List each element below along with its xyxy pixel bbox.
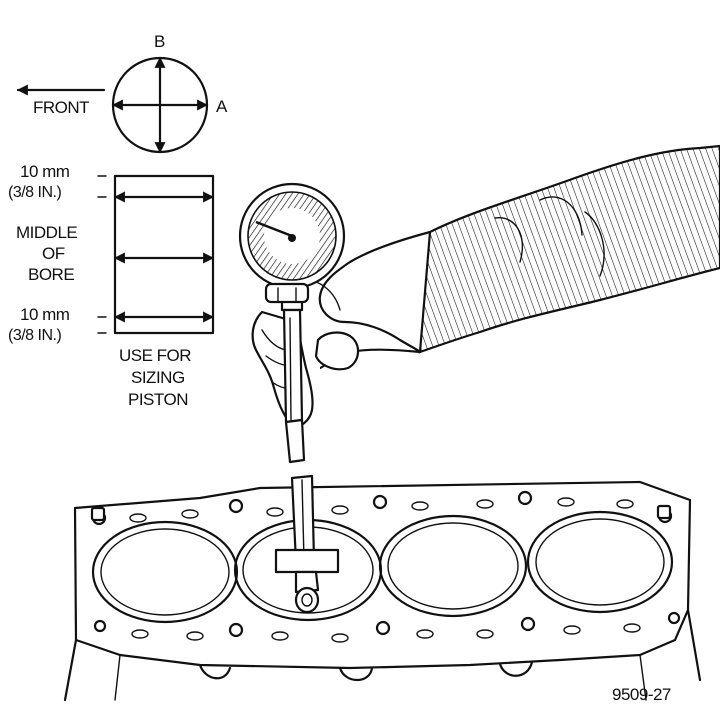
- sleeve: [418, 144, 720, 354]
- water-passage: [181, 509, 199, 519]
- water-passage: [411, 501, 429, 511]
- gauge-head-body: [294, 570, 320, 594]
- sizing-label-1: USE FOR: [119, 346, 191, 365]
- axis-a-label: A: [216, 97, 228, 116]
- sleeve-fold-1: [539, 196, 583, 236]
- block-tabs: [198, 660, 534, 682]
- gauge-handle-line: [289, 317, 292, 421]
- axis-b-label: B: [154, 32, 165, 51]
- middle-label-3: BORE: [28, 265, 74, 284]
- water-passage: [623, 623, 641, 633]
- orientation-key: B A FRONT: [16, 32, 229, 154]
- bottom-offset-imperial: (3/8 IN.): [8, 327, 61, 344]
- cylinder-bore-3-inner: [387, 522, 519, 610]
- cylinder-bore-4-inner: [535, 518, 665, 606]
- water-passage: [131, 629, 149, 639]
- sizing-label-3: PISTON: [128, 390, 188, 409]
- gauge-measuring-head: [274, 474, 340, 614]
- gauge-collar: [264, 282, 310, 304]
- sleeve-fold-2: [494, 217, 524, 263]
- water-passage: [476, 499, 494, 509]
- bottom-offset-metric: 10 mm: [20, 305, 70, 324]
- bolt-hole: [228, 622, 244, 638]
- bore-depth-chart: 10 mm (3/8 IN.) MIDDLE OF BORE 10 mm (3/…: [8, 162, 215, 409]
- middle-label-1: MIDDLE: [16, 223, 77, 242]
- finger-line-1: [261, 329, 287, 351]
- gauge-anvil: [274, 548, 340, 574]
- bolt-hole: [372, 494, 388, 510]
- gauge-contact-tip-inner: [301, 593, 313, 607]
- sizing-label-2: SIZING: [131, 368, 185, 387]
- middle-label-2: OF: [42, 244, 65, 263]
- water-passage: [563, 625, 581, 635]
- block-side-line-2: [639, 654, 647, 701]
- bolt-hole: [667, 611, 681, 625]
- water-passage: [331, 505, 349, 515]
- cylinder-block: [63, 480, 702, 702]
- bore-cross-section: [113, 174, 215, 335]
- cylinder-bore-3: [378, 514, 528, 618]
- cylinder-bore-1-inner: [100, 528, 230, 616]
- top-offset-metric: 10 mm: [20, 162, 70, 181]
- water-passage: [271, 631, 289, 641]
- water-passages: [129, 497, 641, 643]
- bolt-hole: [520, 616, 536, 632]
- gauge-pivot: [288, 234, 296, 242]
- bolt-hole: [517, 490, 533, 506]
- water-passage: [416, 629, 434, 639]
- gauge-handle: [282, 308, 304, 424]
- dowel-pin: [656, 504, 672, 520]
- water-passage: [186, 631, 204, 641]
- block-edge-right: [686, 608, 702, 682]
- thumb: [314, 331, 360, 371]
- dial-bore-gauge: [238, 182, 346, 464]
- block-side-line-1: [114, 654, 121, 701]
- gauge-contact-tip: [294, 586, 320, 614]
- water-passage: [331, 633, 349, 643]
- fingers: [251, 310, 314, 427]
- water-passage: [476, 629, 494, 639]
- figure-number: 9509-27: [612, 685, 671, 704]
- front-label: FRONT: [33, 98, 89, 117]
- water-passage: [557, 497, 575, 507]
- water-passage: [266, 507, 284, 517]
- cylinder-bore-1: [91, 520, 239, 624]
- top-offset-imperial: (3/8 IN.): [8, 184, 61, 201]
- cylinder-bore-4: [526, 510, 674, 614]
- arm-illustration: [251, 144, 720, 427]
- block-edge-left: [63, 638, 78, 702]
- dowel-pin: [90, 506, 106, 522]
- bolt-hole: [228, 498, 244, 514]
- sleeve-fold-3: [584, 211, 605, 277]
- block-deck: [73, 480, 692, 670]
- gauge-shaft-line: [301, 479, 305, 561]
- water-passage: [129, 513, 147, 523]
- gauge-needle: [255, 220, 293, 238]
- bolt-hole: [93, 619, 107, 633]
- bolt-hole: [375, 620, 391, 636]
- water-passage: [616, 499, 634, 509]
- gauge-handle-tip: [284, 418, 306, 464]
